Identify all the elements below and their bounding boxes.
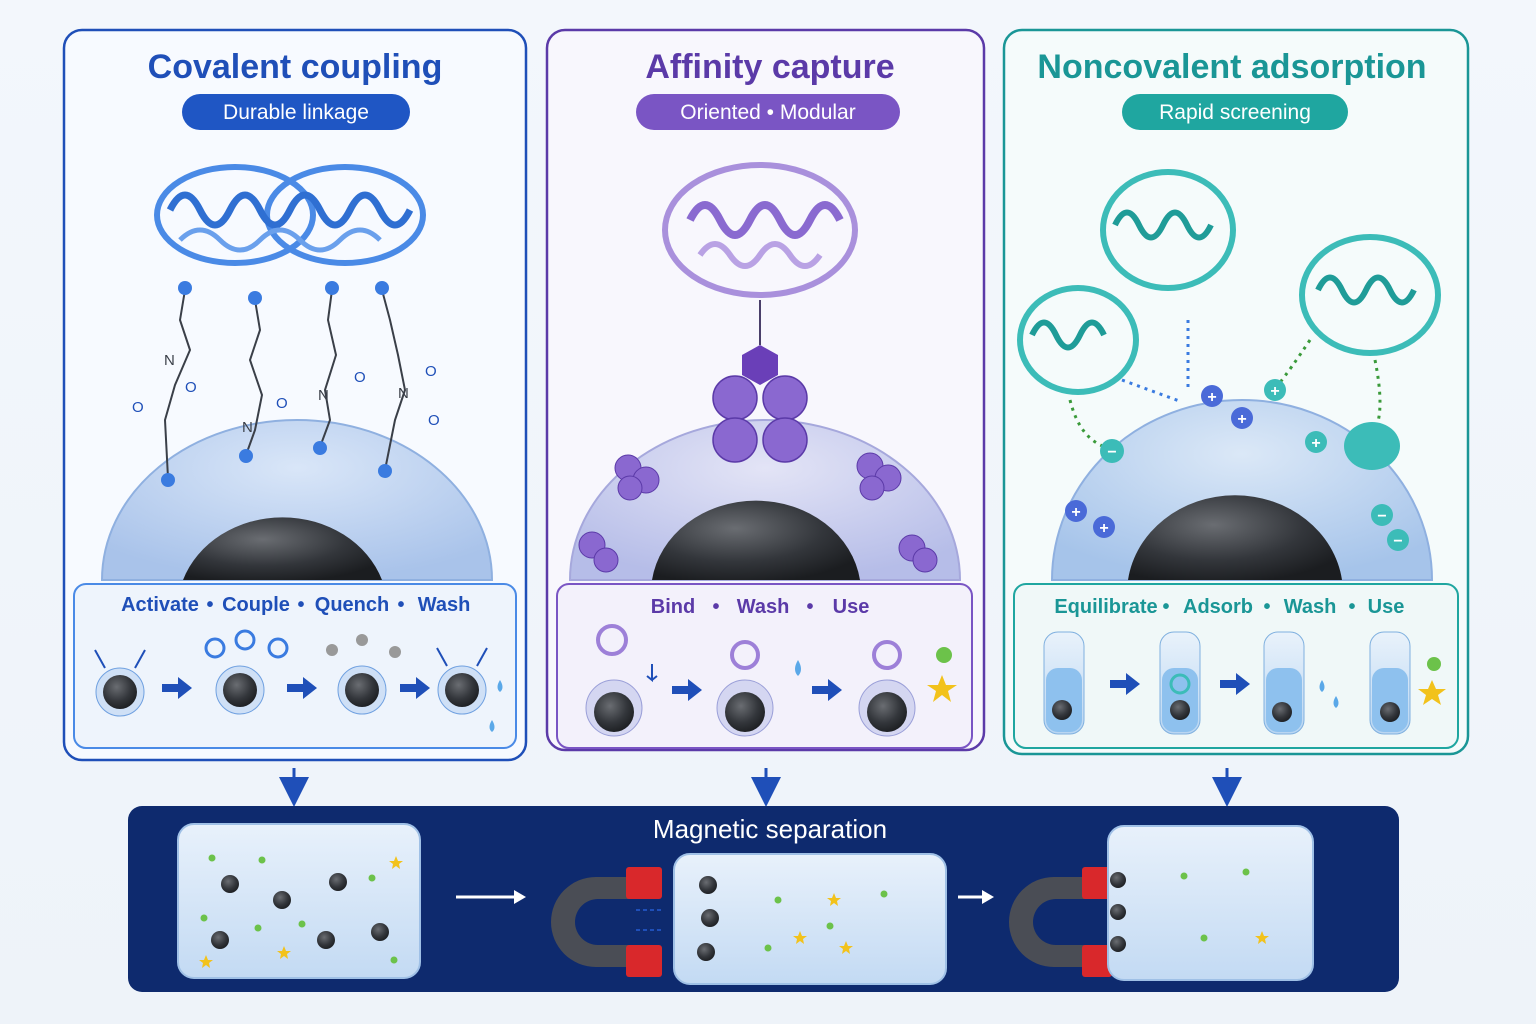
svg-text:•: • [806,596,813,618]
tagline-text: Oriented • Modular [680,101,855,124]
covalent-linkers [163,289,407,479]
svg-text:•: • [712,596,719,618]
svg-text:N: N [398,385,409,402]
charge-markers: + + + + − + + − − [1065,379,1409,551]
step-label: Wash [1284,596,1337,618]
shell [100,419,494,581]
protein-icon [662,162,858,298]
mini-beads [585,624,957,737]
svg-text:•: • [1162,596,1169,618]
svg-text:N: N [318,387,329,404]
tag-hexagon [742,345,778,385]
horseshoe-magnet-icon [551,867,662,977]
shell [1050,399,1434,581]
svg-text:−: − [1393,533,1402,550]
surface-ligands [578,452,938,573]
steps-row: Activate • Couple • Quench • Wash [121,594,470,616]
svg-text:O: O [276,395,288,412]
horseshoe-magnet-icon [1009,867,1112,977]
chem-labels: O O N O N O N O O N [132,352,440,436]
svg-text:+: + [1237,411,1246,428]
adsorbed-protein-blob [1344,422,1400,470]
svg-text:O: O [428,412,440,429]
mini-beads [94,629,503,732]
svg-text:•: • [297,594,304,616]
tagline-text: Durable linkage [223,101,369,124]
linker-nodes [161,281,392,487]
panel-title: Noncovalent adsorption [1037,48,1426,86]
step-arrows [1110,673,1250,695]
svg-text:+: + [1099,520,1108,537]
panel-affinity: Affinity capture Oriented • Modular Bind… [545,28,986,807]
svg-text:•: • [206,594,213,616]
step-label: Activate [121,594,199,616]
steps-row: Equilibrate • Adsorb • Wash • Use [1054,596,1404,618]
capture-protein-icon [712,375,808,463]
svg-text:O: O [425,363,437,380]
svg-text:+: + [1311,435,1320,452]
step-label: Adsorb [1183,596,1253,618]
magnetic-bead [652,500,860,580]
tank-separating [636,853,947,985]
svg-text:•: • [397,594,404,616]
protein-icon [1017,169,1441,395]
svg-text:•: • [1348,596,1355,618]
tagline-pill [636,94,900,130]
step-arrows [646,664,842,701]
svg-text:O: O [354,369,366,386]
tagline-pill [1122,94,1348,130]
step-label: Use [1368,596,1405,618]
steps-box [1013,583,1459,749]
magnetic-bead [183,517,382,580]
test-tubes [1043,631,1446,735]
step-label: Equilibrate [1054,596,1157,618]
separation-title: Magnetic separation [653,814,887,844]
step-label: Wash [737,596,790,618]
magnetic-bead [1128,495,1342,580]
tagline-text: Rapid screening [1159,101,1311,124]
svg-text:N: N [242,419,253,436]
steps-row: Bind • Wash • Use [651,596,870,618]
separation-panel: Magnetic separation [128,806,1399,992]
tank-cleared [1107,825,1314,981]
tank-mixed [177,823,421,979]
panel-noncovalent: Noncovalent adsorption Rapid screening +… [1002,28,1470,807]
svg-text:−: − [1107,444,1116,461]
svg-text:−: − [1377,508,1386,525]
panel-title: Covalent coupling [148,48,443,86]
step-label: Couple [222,594,290,616]
step-label: Bind [651,596,695,618]
svg-text:+: + [1071,504,1080,521]
steps-box [73,583,517,749]
step-label: Wash [418,594,471,616]
svg-text:O: O [132,399,144,416]
svg-text:O: O [185,379,197,396]
step-label: Use [833,596,870,618]
svg-text:N: N [164,352,175,369]
panel-title: Affinity capture [645,48,894,86]
tagline-pill [182,94,410,130]
svg-text:•: • [1263,596,1270,618]
step-label: Quench [315,594,389,616]
svg-text:+: + [1207,389,1216,406]
panel-covalent: Covalent coupling Durable linkage O [62,28,528,807]
protein-icon [154,164,426,266]
svg-text:+: + [1270,383,1279,400]
step-arrows [162,677,430,699]
